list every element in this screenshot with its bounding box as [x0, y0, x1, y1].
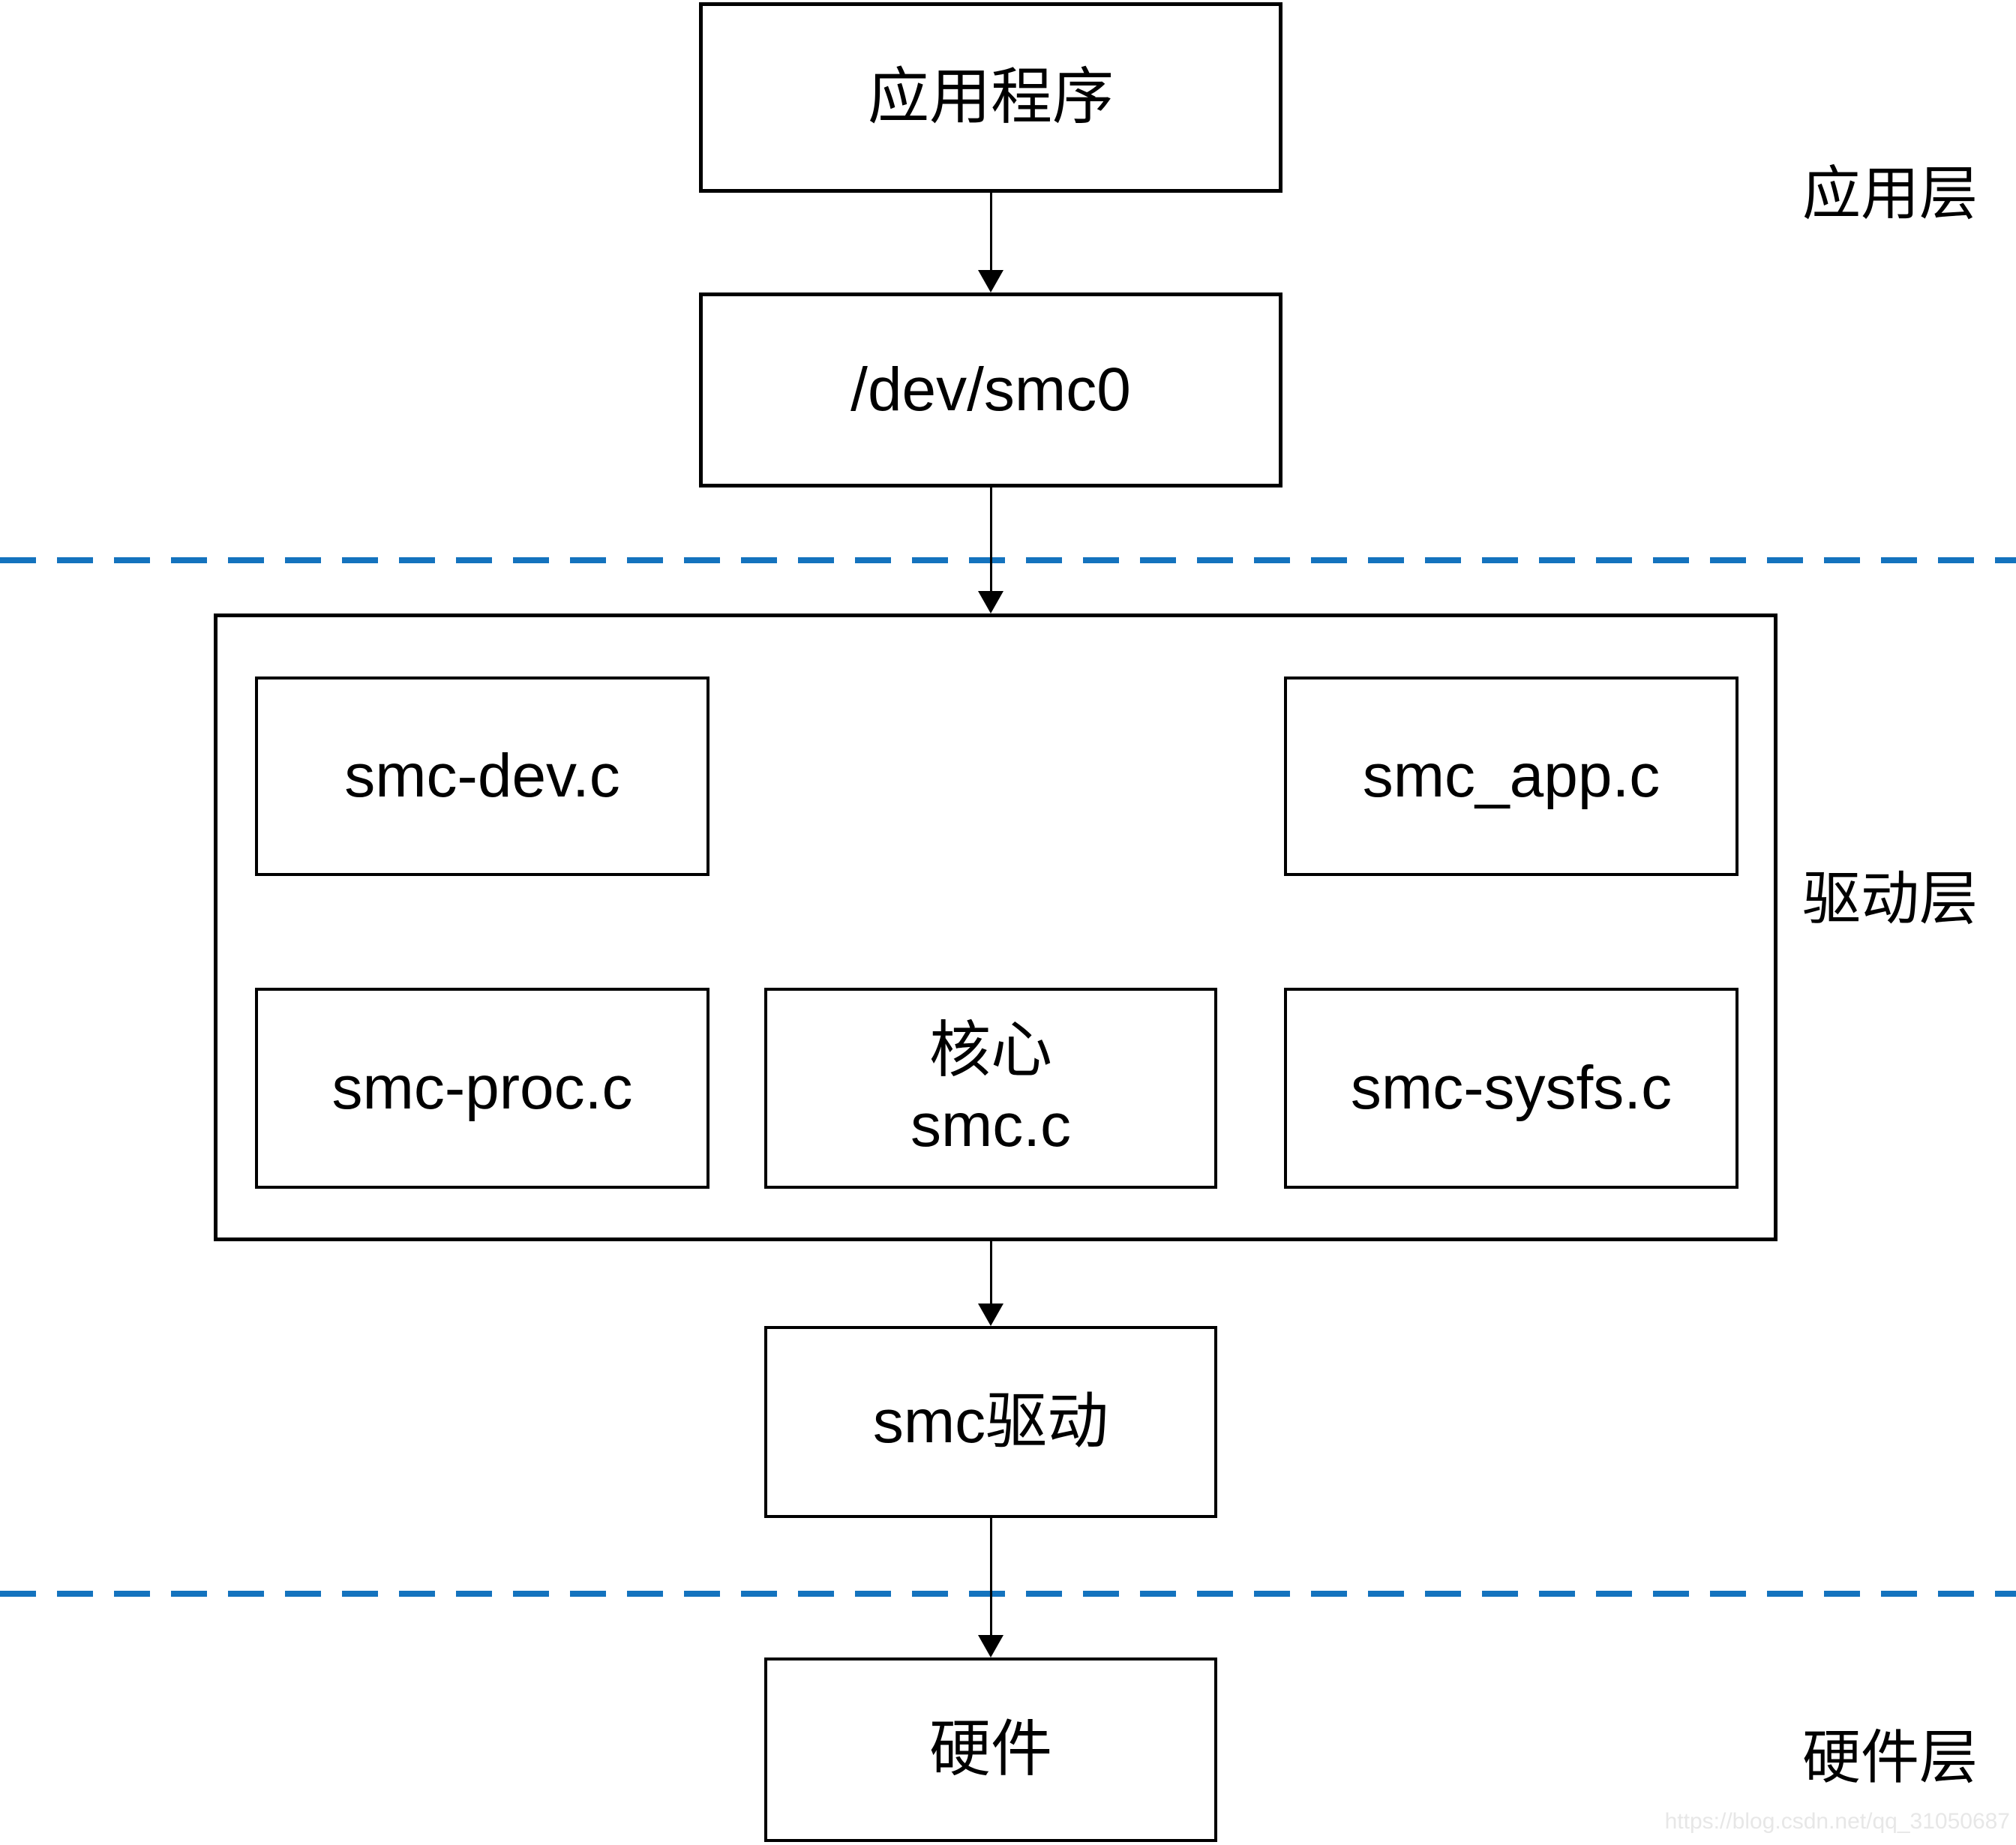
node-smc-app-c: smc_app.c	[1284, 676, 1738, 876]
arrow-head	[978, 591, 1004, 614]
node-core-smc-c-label: 核心 smc.c	[910, 1013, 1071, 1163]
node-dev-smc0: /dev/smc0	[699, 292, 1282, 488]
arrow-line	[990, 488, 992, 592]
arrow-line	[990, 193, 992, 272]
node-application: 应用程序	[699, 2, 1282, 193]
node-smc-sysfs-c: smc-sysfs.c	[1284, 988, 1738, 1189]
node-smc-proc-c-label: smc-proc.c	[332, 1053, 633, 1122]
divider-app-driver	[0, 557, 2016, 563]
node-smc-app-c-label: smc_app.c	[1362, 741, 1660, 810]
node-core-smc-c: 核心 smc.c	[764, 988, 1217, 1189]
node-smc-driver-label: smc驱动	[872, 1387, 1109, 1456]
label-hardware-layer: 硬件层	[1802, 1724, 1978, 1790]
arrow-head	[978, 1304, 1004, 1326]
arrow-head	[978, 270, 1004, 292]
node-smc-dev-c-label: smc-dev.c	[344, 741, 620, 810]
label-driver-layer: 驱动层	[1802, 866, 1978, 932]
core-label-line2: smc.c	[910, 1091, 1072, 1160]
watermark-url: https://blog.csdn.net/qq_31050687	[1664, 1809, 2010, 1834]
node-application-label: 应用程序	[867, 62, 1114, 131]
node-smc-driver: smc驱动	[764, 1326, 1217, 1518]
node-smc-proc-c: smc-proc.c	[255, 988, 710, 1189]
node-hardware-label: 硬件	[928, 1714, 1052, 1784]
divider-driver-hardware	[0, 1591, 2016, 1597]
node-dev-smc0-label: /dev/smc0	[850, 355, 1131, 424]
label-application-layer: 应用层	[1802, 160, 1978, 226]
driver-group-container	[214, 614, 1778, 1241]
arrow-head	[978, 1635, 1004, 1658]
node-hardware: 硬件	[764, 1658, 1217, 1842]
node-smc-sysfs-c-label: smc-sysfs.c	[1350, 1053, 1672, 1122]
arrow-line	[990, 1241, 992, 1305]
core-label-line1: 核心	[928, 1016, 1052, 1084]
arrow-line	[990, 1518, 992, 1636]
node-smc-dev-c: smc-dev.c	[255, 676, 710, 876]
